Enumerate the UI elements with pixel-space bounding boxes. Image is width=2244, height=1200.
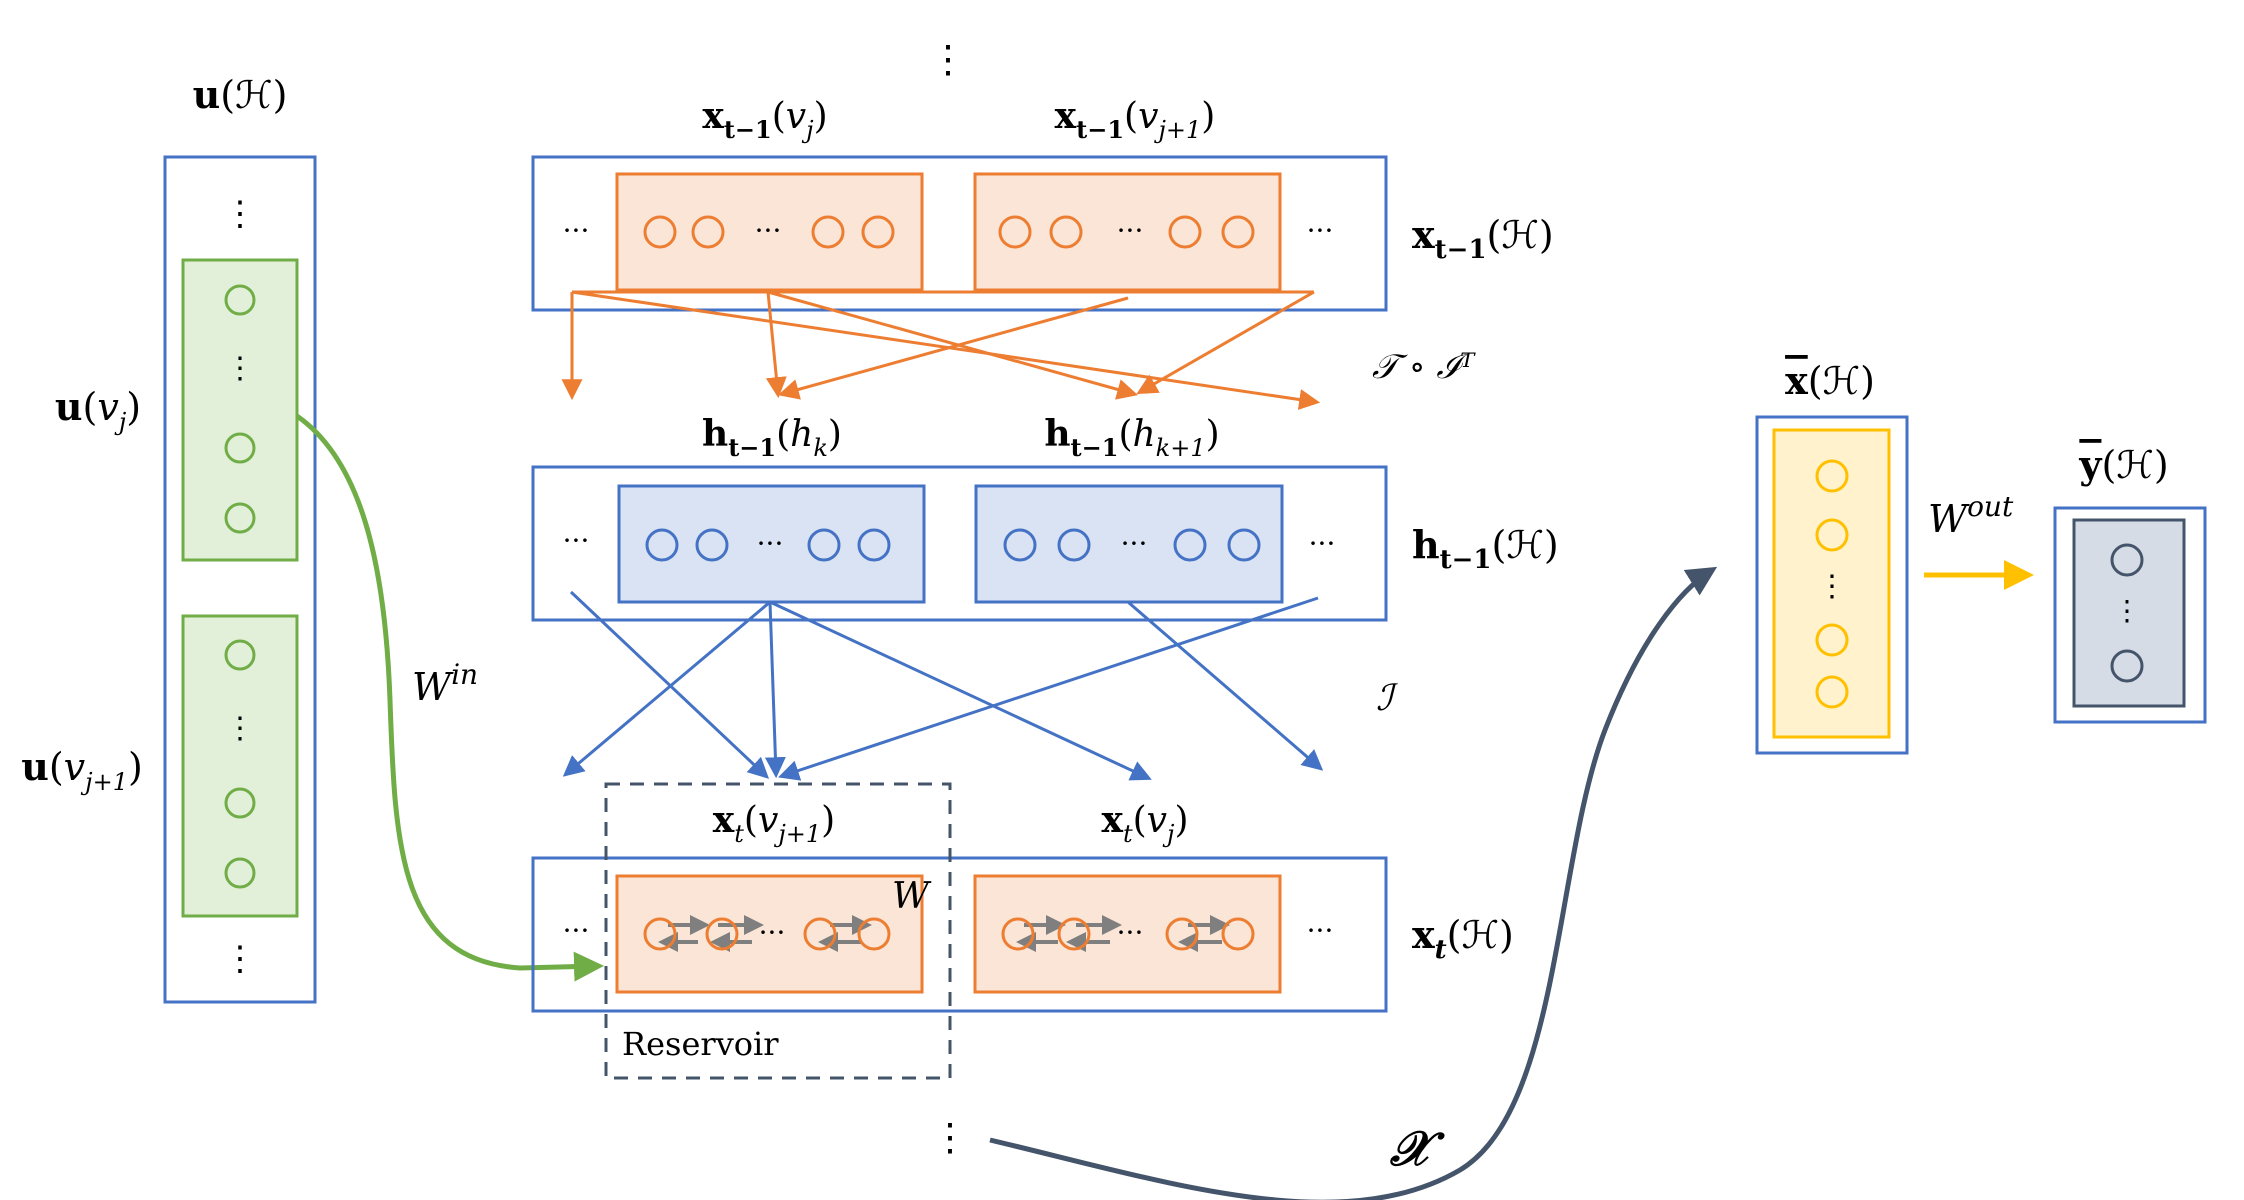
reservoir-unit <box>705 917 739 951</box>
h-prev-group-a-ellipsis: ··· <box>757 527 784 560</box>
x-curr-right-ellipsis: ··· <box>1307 914 1334 947</box>
output-unit <box>2110 543 2144 577</box>
reservoir-weight-label: W <box>892 876 932 917</box>
x-curr-group-a-ellipsis: ··· <box>759 916 786 949</box>
reservoir-unit <box>1221 917 1255 951</box>
vertex-to-edge-op-label: 𝒯 ∘ ℐᵀ <box>1372 347 1476 387</box>
output-weight-label: Wout <box>1928 490 2014 541</box>
layers-top-ellipsis: ⋮ <box>929 37 967 81</box>
h-prev-group-a <box>617 484 926 604</box>
hyperedge-unit <box>695 528 729 562</box>
aggregate-unit <box>1815 518 1849 552</box>
reservoir-unit <box>643 917 677 951</box>
input-unit <box>224 432 256 464</box>
reservoir-unit <box>1221 215 1255 249</box>
x-bar-inner-box <box>1772 428 1891 739</box>
x-prev-row-label: xt−1(ℋ) <box>1412 212 1554 265</box>
reservoir-unit <box>803 917 837 951</box>
output-unit <box>2110 649 2144 683</box>
input-node-j-box <box>181 258 299 562</box>
reservoir-unit <box>643 215 677 249</box>
x-prev-group-b-label: xt−1(vj+1) <box>1055 95 1216 144</box>
readout-op-label: 𝒳 <box>1389 1121 1445 1177</box>
h-prev-left-ellipsis: ··· <box>563 524 590 557</box>
reservoir-unit <box>861 215 895 249</box>
input-unit <box>224 502 256 534</box>
reservoir-unit <box>1057 917 1091 951</box>
input-column-box <box>163 155 317 1004</box>
y-bar-ellipsis: ⋮ <box>2113 594 2141 627</box>
input-unit <box>224 639 256 671</box>
input-title: u(ℋ) <box>193 72 288 117</box>
x-prev-right-ellipsis: ··· <box>1307 214 1334 247</box>
hyperedge-unit <box>1227 528 1261 562</box>
h-prev-group-b-ellipsis: ··· <box>1121 527 1148 560</box>
input-bottom-ellipsis: ⋮ <box>223 939 257 979</box>
aggregate-unit <box>1815 623 1849 657</box>
reservoir-unit <box>1168 215 1202 249</box>
input-weight-arrow <box>295 413 604 982</box>
layers-bottom-ellipsis: ⋮ <box>931 1115 969 1159</box>
h-prev-group-b-label: ht−1(hk+1) <box>1044 413 1219 462</box>
h-prev-row-box <box>531 465 1388 622</box>
vertex-to-edge-arrows <box>561 290 1321 410</box>
reservoir-unit <box>691 215 725 249</box>
x-curr-row-box <box>531 856 1388 1013</box>
x-bar-label: x(ℋ) <box>1785 358 1875 403</box>
x-bar-ellipsis: ⋮ <box>1817 569 1847 604</box>
hyperedge-unit <box>807 528 841 562</box>
input-weight-label: Win <box>412 658 478 709</box>
input-unit <box>224 857 256 889</box>
h-prev-row-label: ht−1(ℋ) <box>1412 522 1559 575</box>
x-prev-group-b <box>973 172 1282 292</box>
y-bar-inner-box <box>2072 518 2186 708</box>
reservoir-box <box>604 782 952 1080</box>
x-prev-group-a <box>615 172 924 292</box>
x-curr-group-b-label: xt(vj) <box>1101 799 1188 848</box>
aggregate-unit <box>1815 459 1849 493</box>
reservoir-unit <box>1001 917 1035 951</box>
reservoir-unit <box>1165 917 1199 951</box>
h-prev-group-a-label: ht−1(hk) <box>702 413 842 462</box>
x-prev-group-a-ellipsis: ··· <box>755 214 782 247</box>
x-prev-row-box <box>531 155 1388 312</box>
hyperedge-unit <box>1173 528 1207 562</box>
x-prev-group-a-label: xt−1(vj) <box>702 95 827 144</box>
x-bar-outer-box <box>1755 415 1909 755</box>
h-prev-group-b <box>974 484 1284 604</box>
reservoir-recurrent-arrows <box>658 915 1230 952</box>
hyperedge-unit <box>645 528 679 562</box>
reservoir-unit <box>811 215 845 249</box>
input-node-j1-box <box>181 614 299 918</box>
x-prev-group-b-ellipsis: ··· <box>1117 214 1144 247</box>
input-node-j1-ellipsis: ⋮ <box>225 711 255 746</box>
x-curr-group-b-ellipsis: ··· <box>1117 916 1144 949</box>
h-prev-right-ellipsis: ··· <box>1309 527 1336 560</box>
x-prev-left-ellipsis: ··· <box>563 214 590 247</box>
input-unit <box>224 787 256 819</box>
edge-to-vertex-op-label: ℐ <box>1376 678 1399 719</box>
x-curr-group-a-label: xt(vj+1) <box>713 799 835 848</box>
reservoir-unit <box>998 215 1032 249</box>
aggregate-unit <box>1815 675 1849 709</box>
input-top-ellipsis: ⋮ <box>223 194 257 234</box>
x-curr-row-label: xt(ℋ) <box>1412 912 1514 965</box>
input-node-j1-label: u(vj+1) <box>21 744 143 796</box>
input-node-j-label: u(vj) <box>55 384 141 436</box>
y-bar-label: y(ℋ) <box>2078 442 2168 487</box>
reservoir-unit <box>1049 215 1083 249</box>
hyperedge-unit <box>857 528 891 562</box>
edge-to-vertex-arrows <box>562 590 1324 781</box>
x-curr-left-ellipsis: ··· <box>563 914 590 947</box>
input-unit <box>224 284 256 316</box>
hyperedge-unit <box>1003 528 1037 562</box>
y-bar-outer-box <box>2053 506 2207 724</box>
reservoir-label: Reservoir <box>622 1025 779 1063</box>
hyperedge-unit <box>1057 528 1091 562</box>
readout-arrow <box>989 566 1718 1200</box>
input-node-j-ellipsis: ⋮ <box>225 351 255 386</box>
reservoir-unit <box>857 917 891 951</box>
